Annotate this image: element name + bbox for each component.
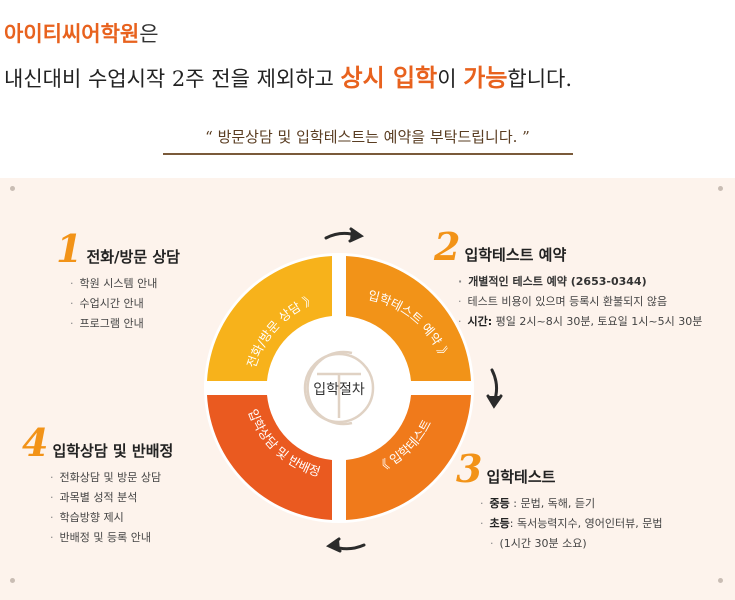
corner-dot bbox=[10, 186, 15, 191]
step-2-number: 2 bbox=[434, 224, 461, 269]
headline-highlight-1: 상시 입학 bbox=[340, 63, 438, 92]
step-2-list: 개별적인 테스트 예약 (2653-0344) 테스트 비용이 있으며 등록시 … bbox=[458, 272, 703, 332]
process-cycle-diagram: 입학절차 전화/방문 상담 》 입학테스트 예약 》 《 입학테스트 입학상담 … bbox=[204, 227, 503, 553]
step-2-title: 입학테스트 예약 bbox=[464, 246, 567, 264]
arrow-top-head-icon bbox=[348, 227, 365, 243]
center-label: 입학절차 bbox=[313, 382, 365, 398]
time-label: 시간: bbox=[467, 315, 493, 328]
ring-segment-3 bbox=[346, 395, 471, 520]
list-item-note: (1시간 30분 소요) bbox=[480, 534, 663, 554]
list-item: 프로그램 안내 bbox=[70, 314, 180, 334]
headline-text-b: 이 bbox=[437, 67, 464, 91]
list-item: 초등: 독서능력지수, 영어인터뷰, 문법 bbox=[480, 514, 663, 534]
headline-text-a: 내신대비 수업시작 2주 전을 제외하고 bbox=[4, 67, 341, 91]
headline-text-c: 합니다. bbox=[507, 67, 573, 91]
list-item: 시간: 평일 2시~8시 30분, 토요일 1시~5시 30분 bbox=[458, 312, 703, 332]
ring-segment-1 bbox=[207, 256, 332, 381]
step-4-number: 4 bbox=[22, 420, 49, 465]
step-4-list: 전화상담 및 방문 상담 과목별 성적 분석 학습방향 제시 반배정 및 등록 … bbox=[50, 468, 173, 548]
step-4-title: 입학상담 및 반배정 bbox=[52, 442, 174, 460]
step-1-number: 1 bbox=[56, 226, 83, 271]
time-value: 평일 2시~8시 30분, 토요일 1시~5시 30분 bbox=[492, 315, 703, 328]
notice-text: “ 방문상담 및 입학테스트는 예약을 부탁드립니다. ” bbox=[205, 128, 530, 146]
step-1: 1전화/방문 상담 학원 시스템 안내 수업시간 안내 프로그램 안내 bbox=[56, 230, 180, 334]
ring-segment-2 bbox=[346, 256, 471, 381]
list-item: 과목별 성적 분석 bbox=[50, 488, 173, 508]
list-item: 학습방향 제시 bbox=[50, 508, 173, 528]
list-item: 테스트 비용이 있으며 등록시 환불되지 않음 bbox=[458, 292, 702, 312]
corner-dot bbox=[10, 578, 15, 583]
arrow-bottom-head-icon bbox=[325, 537, 342, 553]
reservation-notice: “ 방문상담 및 입학테스트는 예약을 부탁드립니다. ” bbox=[0, 126, 735, 155]
arrow-right-head-icon bbox=[486, 394, 503, 409]
corner-dot bbox=[718, 186, 723, 191]
list-item: 수업시간 안내 bbox=[70, 294, 180, 314]
list-item: 전화상담 및 방문 상담 bbox=[50, 468, 173, 488]
elementary-label: 초등 bbox=[489, 517, 510, 530]
academy-name: 아이티씨어학원 bbox=[4, 22, 140, 46]
list-item: 중등 : 문법, 독해, 듣기 bbox=[480, 494, 663, 514]
step-3-title: 입학테스트 bbox=[486, 468, 556, 486]
elementary-value: : 독서능력지수, 영어인터뷰, 문법 bbox=[509, 517, 663, 530]
list-item: 개별적인 테스트 예약 (2653-0344) bbox=[458, 272, 702, 292]
step-3-list: 중등 : 문법, 독해, 듣기 초등: 독서능력지수, 영어인터뷰, 문법 (1… bbox=[480, 494, 663, 554]
list-item: 학원 시스템 안내 bbox=[70, 274, 180, 294]
step-3-number: 3 bbox=[456, 446, 483, 491]
ring-segment-4 bbox=[207, 395, 332, 520]
headline-line-2: 내신대비 수업시작 2주 전을 제외하고 상시 입학이 가능합니다. bbox=[4, 58, 572, 93]
middle-school-label: 중등 bbox=[489, 497, 510, 510]
step-1-title: 전화/방문 상담 bbox=[86, 248, 180, 266]
cycle-arrows bbox=[324, 227, 503, 553]
corner-dot bbox=[718, 578, 723, 583]
duration-note: (1시간 30분 소요) bbox=[499, 537, 587, 550]
headline-line-1: 아이티씨어학원은 bbox=[4, 18, 159, 48]
process-panel: 입학절차 전화/방문 상담 》 입학테스트 예약 》 《 입학테스트 입학상담 … bbox=[0, 178, 735, 600]
middle-school-value: : 문법, 독해, 듣기 bbox=[509, 497, 596, 510]
list-item: 반배정 및 등록 안내 bbox=[50, 528, 173, 548]
headline-highlight-2: 가능 bbox=[463, 63, 508, 92]
notice-underline bbox=[162, 153, 573, 155]
step-1-list: 학원 시스템 안내 수업시간 안내 프로그램 안내 bbox=[70, 274, 180, 334]
headline-suffix: 은 bbox=[139, 22, 159, 46]
logo-watermark bbox=[303, 350, 375, 426]
